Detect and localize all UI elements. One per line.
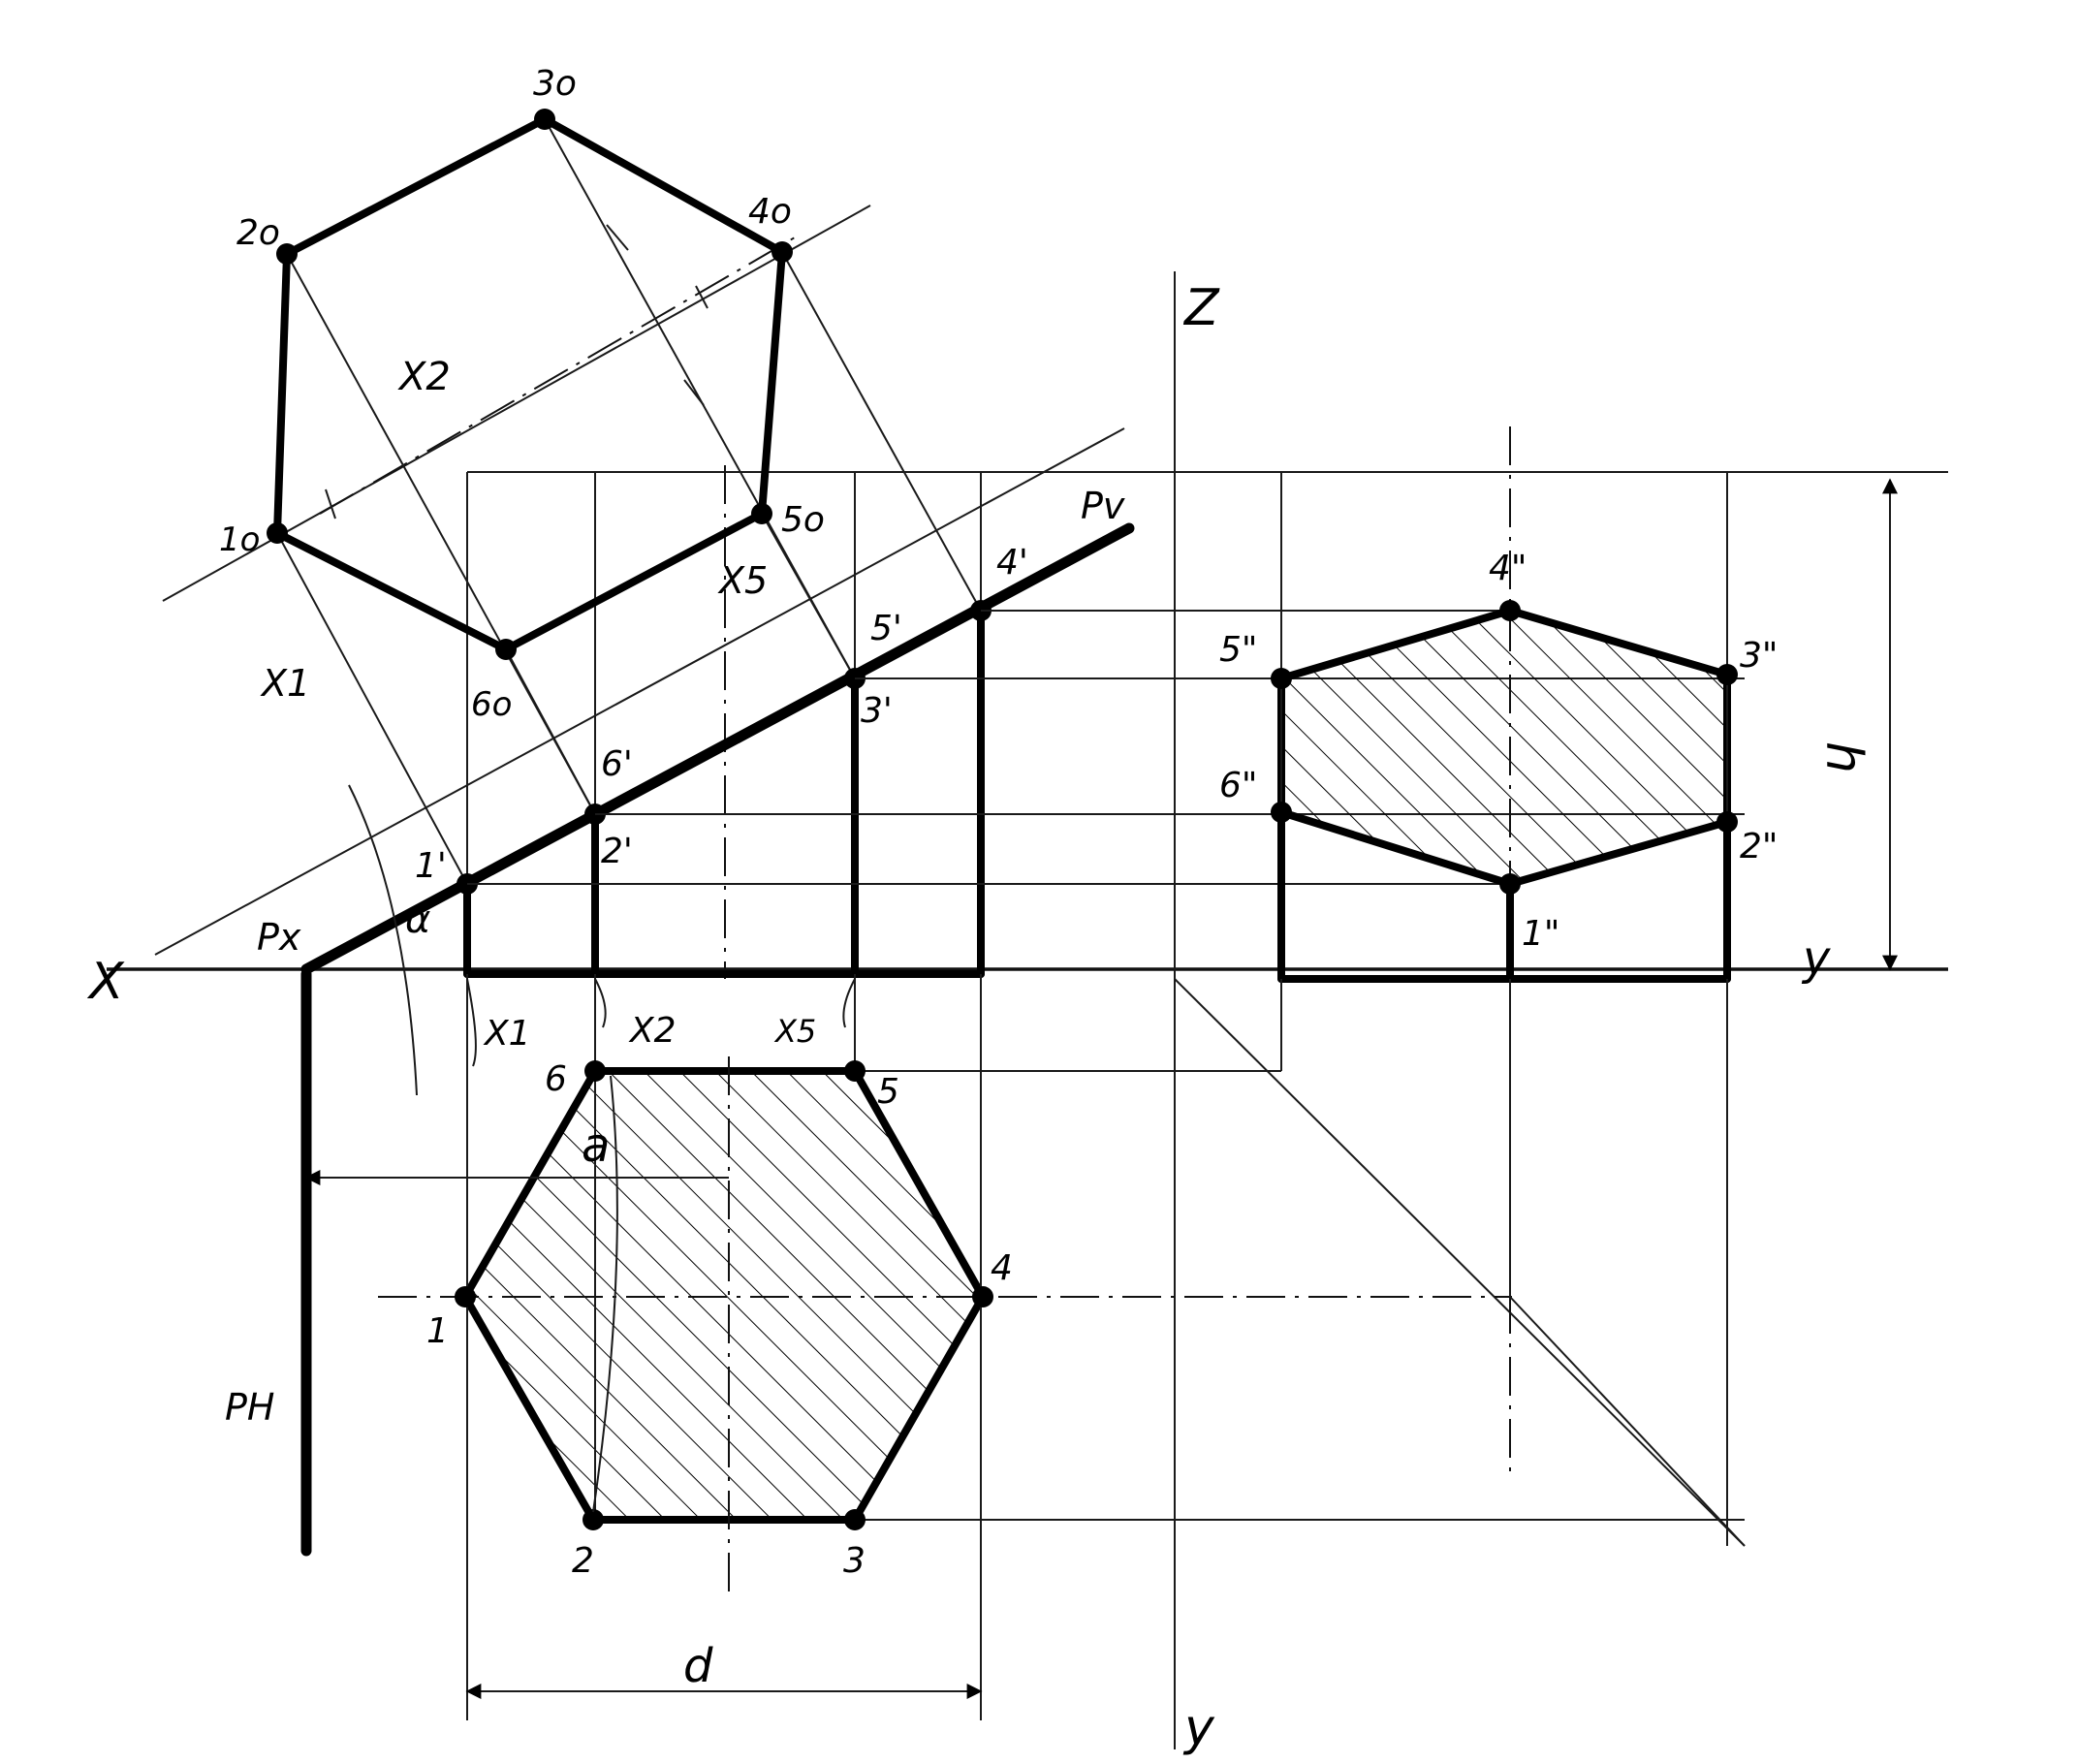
brace-x2	[594, 978, 607, 1028]
point-1pp-label: 1"	[1522, 914, 1559, 954]
x2-bottom-label: X2	[628, 1011, 677, 1051]
angle-alpha-arc	[348, 784, 418, 1096]
point-5-label: 5	[877, 1072, 899, 1112]
true-shape-center-line	[319, 236, 796, 515]
x2-top-label: X2	[397, 355, 451, 399]
axis-x-label: X	[86, 953, 125, 1011]
curve-a	[592, 1075, 618, 1513]
projection-axes	[107, 271, 1948, 1749]
point-2pp-label: 2"	[1740, 827, 1778, 866]
tick-3o	[606, 224, 629, 251]
point-2-label: 2	[572, 1541, 594, 1581]
point-3-label: 3	[843, 1541, 866, 1581]
point-6p-label: 6'	[601, 744, 633, 784]
point-6-label: 6	[545, 1059, 567, 1099]
point-3o-label: 3o	[533, 64, 577, 104]
point-5p-label: 5'	[870, 609, 902, 648]
front-view	[463, 465, 1948, 979]
auxiliary-axis-1	[154, 427, 1125, 956]
point-4o-label: 4o	[748, 192, 792, 232]
point-5o-label: 5o	[781, 500, 825, 540]
angle-alpha-label: α	[405, 898, 430, 942]
axis-y-right-label: y	[1801, 931, 1831, 986]
point-5pp-label: 5"	[1219, 630, 1257, 670]
construction-45-lower	[1509, 1296, 1746, 1547]
point-4pp-label: 4"	[1489, 549, 1527, 588]
projection-lines	[276, 118, 982, 885]
point-6o-label: 6o	[471, 685, 512, 724]
point-2p-label: 2'	[601, 832, 633, 871]
dim-h-label: h	[1814, 741, 1873, 773]
point-6pp-label: 6"	[1219, 766, 1257, 805]
point-1p-label: 1'	[415, 846, 447, 886]
point-4p-label: 4'	[996, 543, 1028, 583]
tick-1o	[325, 488, 336, 520]
trace-px-label: Px	[257, 916, 301, 959]
tick-center	[695, 285, 708, 309]
x5-top-label: X5	[717, 559, 768, 602]
point-4-label: 4	[991, 1248, 1013, 1288]
point-3p-label: 3'	[861, 691, 893, 731]
axis-y-bottom-label: y	[1182, 1699, 1215, 1757]
plane-traces	[154, 205, 1135, 1557]
brace-x1	[466, 978, 477, 1067]
top-view	[304, 974, 1746, 1720]
side-view	[1271, 426, 1898, 1473]
axis-45-line	[1174, 978, 1746, 1547]
trace-pv-line	[300, 522, 1135, 975]
x1-top-label: X1	[260, 662, 310, 705]
x5-bottom-label: X5	[773, 1013, 816, 1050]
x1-bottom-label: X1	[483, 1014, 531, 1054]
auxiliary-axis-2	[162, 205, 871, 602]
dim-a-label: a	[582, 1118, 610, 1173]
labels: X Z y y Pv Px PH α d h a X2 X1 X5 X1 X2 …	[86, 64, 1873, 1757]
tick-5o	[683, 379, 705, 406]
point-1o-label: 1o	[219, 520, 260, 559]
point-3pp-label: 3"	[1740, 636, 1778, 676]
trace-pv-label: Pv	[1081, 485, 1125, 527]
true-shape-hexagon	[267, 109, 793, 660]
point-2o-label: 2o	[236, 213, 280, 253]
trace-ph-label: PH	[225, 1386, 275, 1429]
axis-z-label: Z	[1182, 279, 1220, 337]
point-1-label: 1	[426, 1311, 449, 1351]
dim-d-label: d	[683, 1639, 713, 1693]
brace-x5	[842, 978, 856, 1028]
